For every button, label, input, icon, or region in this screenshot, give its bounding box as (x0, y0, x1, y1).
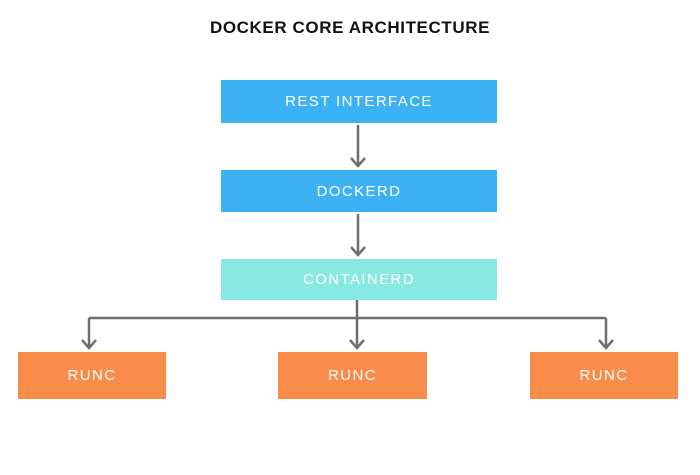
node-rest-interface: REST INTERFACE (221, 80, 497, 123)
node-label: RUNC (328, 367, 377, 384)
node-label: RUNC (67, 367, 117, 384)
arrowhead-down-icon (350, 157, 366, 168)
node-label: CONTAINERD (302, 271, 416, 288)
diagram-title: DOCKER CORE ARCHITECTURE (209, 18, 491, 37)
node-runc-2: RUNC (278, 352, 427, 399)
arrowhead-down-icon (349, 339, 365, 350)
node-runc-1: RUNC (18, 352, 166, 399)
node-label: RUNC (579, 367, 629, 384)
node-containerd: CONTAINERD (221, 259, 497, 300)
arrowhead-down-icon (81, 339, 97, 350)
arrowhead-down-icon (598, 339, 614, 350)
node-label: REST INTERFACE (285, 93, 433, 110)
arrowhead-down-icon (350, 246, 366, 257)
node-label: DOCKERD (316, 182, 402, 200)
node-runc-3: RUNC (530, 352, 678, 399)
node-dockerd: DOCKERD (221, 170, 497, 212)
